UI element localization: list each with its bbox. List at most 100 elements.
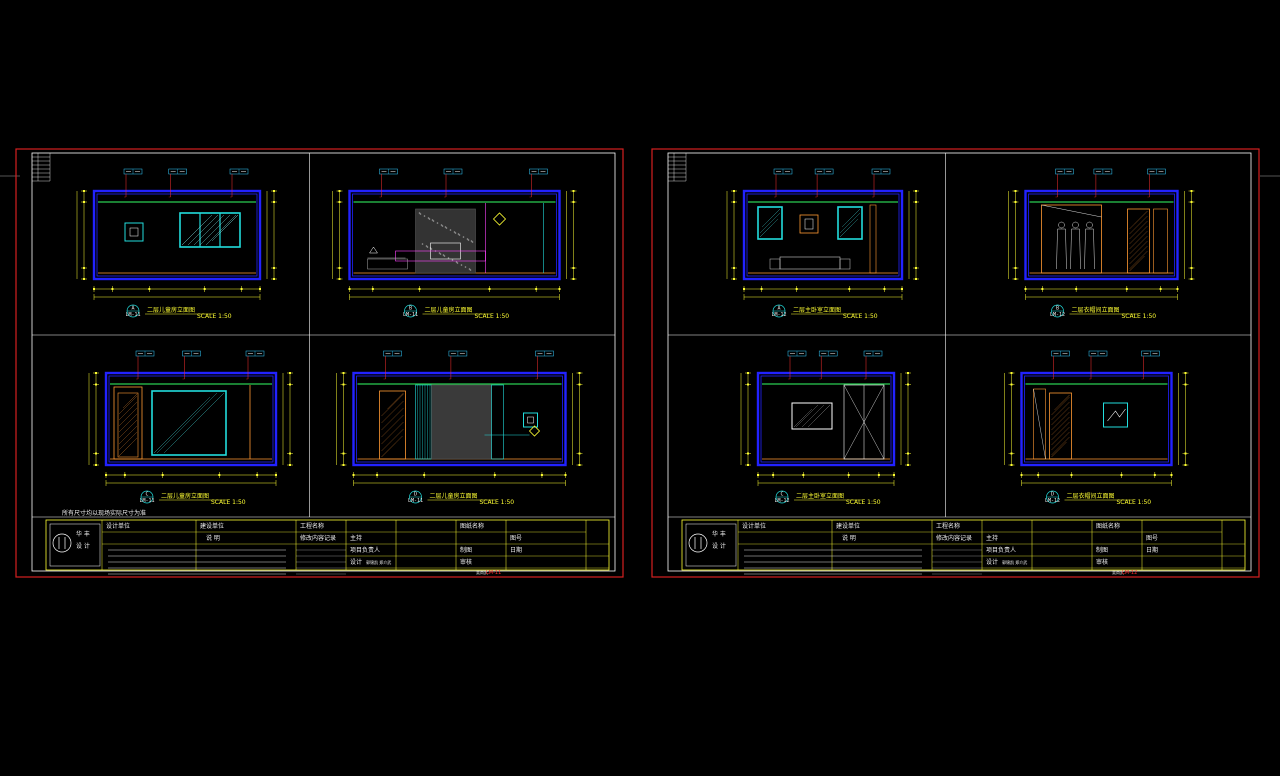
- hatch-line: [839, 212, 861, 234]
- dimension-mark: [95, 383, 97, 386]
- dimension-chain: [348, 286, 561, 300]
- project-name-label: 工程名称: [300, 522, 324, 530]
- hatch-line: [118, 395, 138, 415]
- dimension-mark: [256, 474, 259, 476]
- view-title-text: 二层衣帽间立面图: [1072, 306, 1120, 314]
- dimension-mark: [218, 474, 221, 476]
- stone-texture-dot: [440, 224, 443, 226]
- dimension-mark: [289, 372, 291, 374]
- dimension-mark: [572, 190, 575, 192]
- view-key: A: [131, 306, 134, 312]
- build-unit-label: 建设单位: [836, 522, 860, 530]
- dimension-mark: [203, 288, 206, 290]
- dimension-mark: [733, 278, 735, 280]
- material-tag: [383, 350, 402, 380]
- perspective-line: [1041, 204, 1102, 218]
- material-tag: [1051, 350, 1070, 380]
- wall-inner: [96, 193, 258, 277]
- elevation-view-0-3[interactable]: [352, 371, 567, 467]
- dimension-mark: [915, 190, 917, 192]
- logo-text-2: 设 计: [76, 542, 90, 550]
- drawing-name-label: 图纸名称: [1096, 522, 1120, 530]
- dimension-mark: [273, 201, 275, 203]
- hatch-line: [1129, 235, 1148, 255]
- hatch-line: [1129, 225, 1148, 245]
- elevation-view-0-0[interactable]: [92, 189, 262, 281]
- nightstand: [839, 258, 851, 270]
- dimension-mark: [1041, 288, 1044, 290]
- title-block[interactable]: 华 丰设 计设计单位建设单位工程名称图纸名称说 明修改内容记录主持项目负责人设计…: [45, 519, 610, 576]
- dimension-mark: [105, 474, 107, 476]
- stone-texture-dot: [418, 212, 421, 214]
- elevation-view-1-1[interactable]: [1024, 189, 1179, 281]
- hatch-line: [153, 396, 211, 454]
- closet-opening: [1041, 204, 1102, 274]
- owner-label: 主持: [986, 534, 998, 542]
- elevation-view-1-3[interactable]: [1020, 371, 1173, 467]
- stone-texture-dot: [436, 222, 439, 224]
- elevation-view-0-1[interactable]: [348, 189, 561, 281]
- wall-outline: [756, 371, 896, 467]
- dimension-mark: [148, 288, 151, 290]
- sheet-no-label: 图号: [510, 535, 522, 542]
- wall-inner: [1024, 375, 1169, 463]
- designer-name: 郭锦凯 郑介武: [1002, 559, 1027, 565]
- hatch-pattern: [153, 392, 225, 454]
- check-label: 审核: [460, 558, 472, 566]
- dimension-vertical: [572, 372, 583, 466]
- hatch-line: [381, 400, 404, 424]
- designer-name: 郭锦凯 郑介武: [366, 559, 391, 565]
- date-label: 日期: [1146, 546, 1158, 554]
- elevation-view-1-2[interactable]: [756, 371, 896, 467]
- hatch-line: [381, 435, 403, 458]
- elevation-view-1-0[interactable]: [742, 189, 904, 281]
- stone-texture-dot: [428, 218, 431, 220]
- dimension-mark: [733, 190, 735, 192]
- dimension-mark: [578, 452, 581, 455]
- hatch-line: [381, 407, 404, 431]
- material-tag: [443, 168, 463, 198]
- hatch-line: [793, 408, 813, 428]
- hatch-pattern: [181, 214, 239, 246]
- dimension-chain: [93, 286, 261, 300]
- stone-texture-dot: [455, 261, 458, 263]
- view-scale-text: SCALE 1:50: [1122, 313, 1157, 320]
- wall-outline: [1020, 371, 1173, 467]
- dimension-mark: [348, 288, 351, 290]
- dimension-mark: [161, 474, 164, 476]
- dimension-mark: [540, 474, 543, 476]
- elevation-view-0-2[interactable]: [104, 371, 278, 467]
- dimension-mark: [1176, 288, 1179, 290]
- hatch-line: [1129, 230, 1148, 250]
- dimension-vertical: [1178, 372, 1189, 466]
- picture: [129, 227, 139, 237]
- view-title-text: 二层儿童房立面图: [425, 306, 473, 314]
- title-block[interactable]: 华 丰设 计设计单位建设单位工程名称图纸名称说 明修改内容记录主持项目负责人设计…: [681, 519, 1246, 576]
- hatch-line: [825, 404, 831, 410]
- tv-panel: [791, 402, 833, 430]
- hatch-line: [1051, 421, 1070, 441]
- stone-texture-dot: [443, 255, 446, 257]
- material-tag: [529, 168, 548, 198]
- hatch-pattern: [1129, 210, 1148, 272]
- dimension-mark: [95, 452, 97, 455]
- wall-outline: [92, 189, 262, 281]
- hatch-line: [134, 393, 138, 397]
- stone-texture-dot: [453, 231, 456, 233]
- drawing-frame: [667, 152, 1252, 572]
- dimension-mark: [915, 278, 917, 280]
